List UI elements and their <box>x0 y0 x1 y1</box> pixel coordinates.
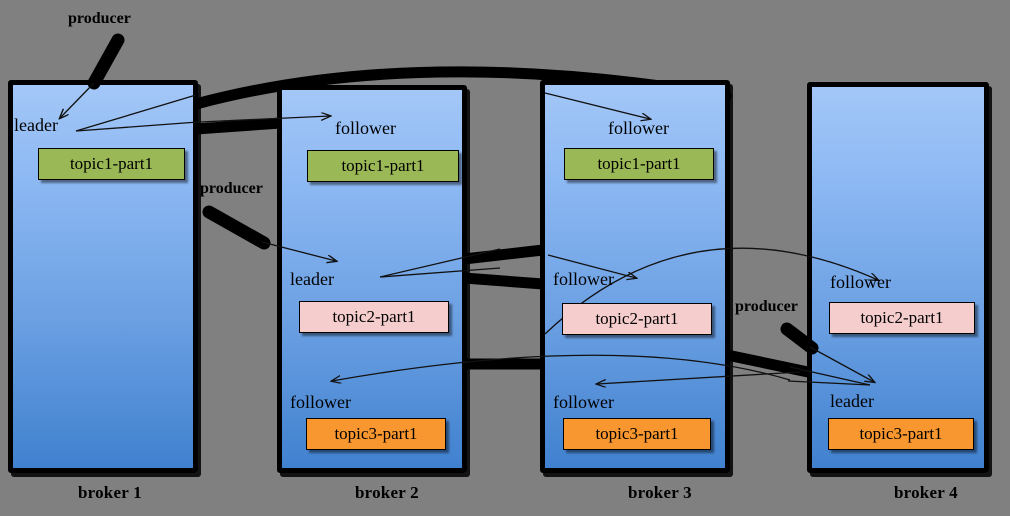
broker4-partition-topic3-part1[interactable]: topic3-part1 <box>828 418 974 450</box>
broker2-role-follower-topic3: follower <box>290 392 351 412</box>
pipe-topic2-b2-to-b3 <box>458 244 549 265</box>
arrow-b4-leader-pointer-a <box>789 366 871 386</box>
producer3-pipe[interactable] <box>780 322 819 355</box>
arrow-topic3-b4-to-b2-follower <box>332 354 791 381</box>
arrow-b1-leader-pointer-a <box>75 94 197 132</box>
broker3-partition-topic2-part1[interactable]: topic2-part1 <box>562 303 712 335</box>
broker2-partition-topic1-part1[interactable]: topic1-part1 <box>307 150 459 182</box>
broker3-caption: broker 3 <box>628 483 692 502</box>
broker2-role-leader-topic2: leader <box>290 269 334 289</box>
arrow-b2-leader-pointer-b <box>379 267 501 278</box>
broker3-role-follower-topic3: follower <box>553 392 614 412</box>
broker2-caption: broker 2 <box>355 483 419 502</box>
producer2-label: producer <box>200 180 263 197</box>
arrow-topic1-b1-to-b3-follower <box>544 92 650 119</box>
broker1-caption: broker 1 <box>78 483 142 502</box>
producer3-arrow <box>809 346 874 382</box>
broker3-role-follower-topic1: follower <box>608 118 669 138</box>
pipe-topic1-b1-to-b2 <box>190 117 287 135</box>
broker2-partition-topic3-part1[interactable]: topic3-part1 <box>306 418 446 450</box>
broker3-partition-topic1-part1[interactable]: topic1-part1 <box>564 148 714 180</box>
broker4-partition-topic2-part1[interactable]: topic2-part1 <box>829 302 975 334</box>
arrow-b4-leader-pointer-b <box>787 380 871 386</box>
broker-box-4[interactable] <box>807 82 989 473</box>
broker-box-2[interactable] <box>277 85 467 473</box>
arrow-topic2-b2-to-b4-follower <box>544 247 878 335</box>
broker1-partition-topic1-part1[interactable]: topic1-part1 <box>38 148 185 180</box>
broker3-partition-topic3-part1[interactable]: topic3-part1 <box>563 418 711 450</box>
producer2-arrow <box>261 241 336 261</box>
broker4-role-leader-topic3: leader <box>830 391 874 411</box>
arrow-b1-leader-pointer-b <box>75 121 199 132</box>
producer1-label: producer <box>68 10 131 27</box>
arrow-topic1-b1-to-b2-follower <box>199 116 330 123</box>
producer1-arrow <box>60 82 95 118</box>
producer1-pipe[interactable] <box>87 33 125 90</box>
broker4-caption: broker 4 <box>894 483 958 502</box>
broker2-role-follower-topic1: follower <box>335 118 396 138</box>
broker3-role-follower-topic2: follower <box>553 269 614 289</box>
broker1-role-leader-topic1: leader <box>14 115 58 135</box>
pipe-topic2-b3-to-b4 <box>721 349 814 378</box>
producer3-label: producer <box>735 298 798 315</box>
pipe-topic2-b2-to-b3-b <box>458 272 549 290</box>
broker2-partition-topic2-part1[interactable]: topic2-part1 <box>299 301 449 333</box>
arrow-b2-leader-pointer-a <box>379 248 501 278</box>
producer2-pipe[interactable] <box>202 205 271 250</box>
arrow-topic2-b2-to-b3-follower <box>547 254 636 278</box>
broker-box-1[interactable] <box>8 80 198 473</box>
